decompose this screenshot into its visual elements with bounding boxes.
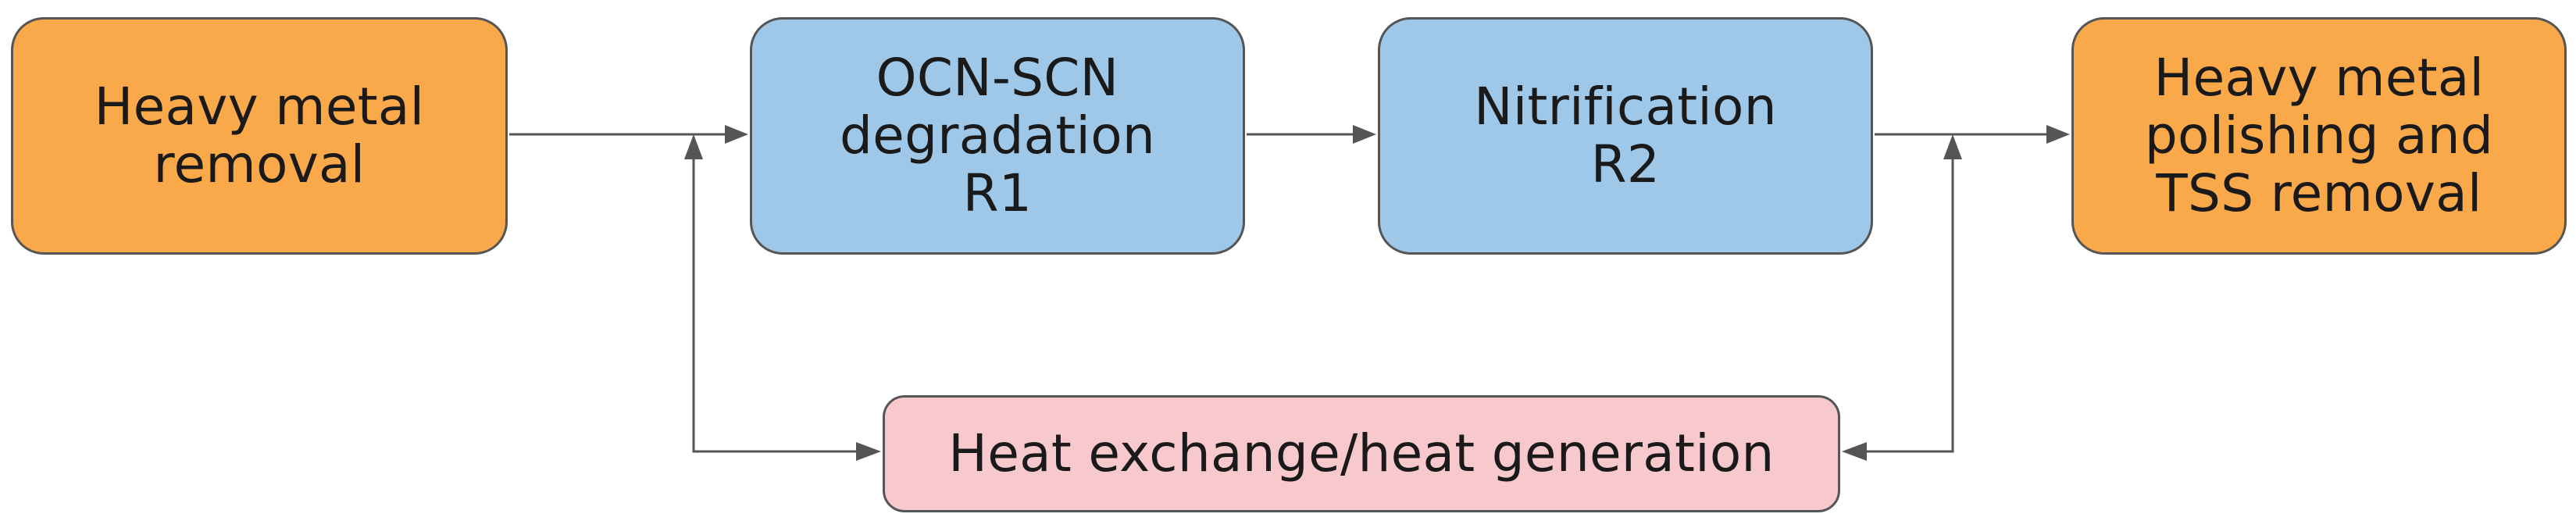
arrowhead-into-degradation: [725, 125, 748, 144]
label-line: Heavy metal: [2153, 48, 2485, 109]
label-line: Nitrification: [1474, 77, 1777, 137]
arrowhead-up-to-nitrification-output: [1943, 134, 1962, 159]
loop-heat-to-degradation: [692, 142, 878, 453]
label-line: R1: [962, 162, 1033, 223]
label-line: Heat exchange/heat generation: [948, 423, 1775, 484]
node-heat-exchange: Heat exchange/heat generation: [883, 395, 1840, 512]
node-nitrification: Nitrification R2: [1378, 17, 1873, 255]
heavy-metal-removal-label: Heavy metal removal: [95, 78, 425, 194]
label-line: polishing and: [2144, 105, 2494, 166]
arrowhead-into-polishing: [2046, 125, 2070, 144]
arrowhead-into-nitrification: [1353, 125, 1376, 144]
arrowhead-into-heat-right: [1842, 442, 1867, 461]
loop-nitrification-to-heat: [1845, 142, 1954, 453]
arrowhead-into-heat-left: [856, 442, 881, 461]
label-line: TSS removal: [2156, 162, 2482, 223]
node-heavy-metal-polishing: Heavy metal polishing and TSS removal: [2071, 17, 2567, 255]
label-line: R2: [1590, 134, 1661, 194]
label-line: Heavy metal: [94, 77, 425, 137]
label-line: removal: [153, 134, 366, 194]
heavy-metal-polishing-label: Heavy metal polishing and TSS removal: [2145, 49, 2493, 223]
nitrification-label: Nitrification R2: [1474, 78, 1777, 194]
ocn-scn-degradation-label: OCN-SCN degradation R1: [840, 49, 1155, 223]
arrowhead-up-to-degradation-input: [684, 134, 703, 159]
label-line: degradation: [839, 105, 1156, 166]
label-line: OCN-SCN: [876, 48, 1119, 109]
node-heavy-metal-removal: Heavy metal removal: [11, 17, 508, 255]
node-ocn-scn-degradation: OCN-SCN degradation R1: [750, 17, 1245, 255]
heat-exchange-label: Heat exchange/heat generation: [948, 425, 1774, 483]
